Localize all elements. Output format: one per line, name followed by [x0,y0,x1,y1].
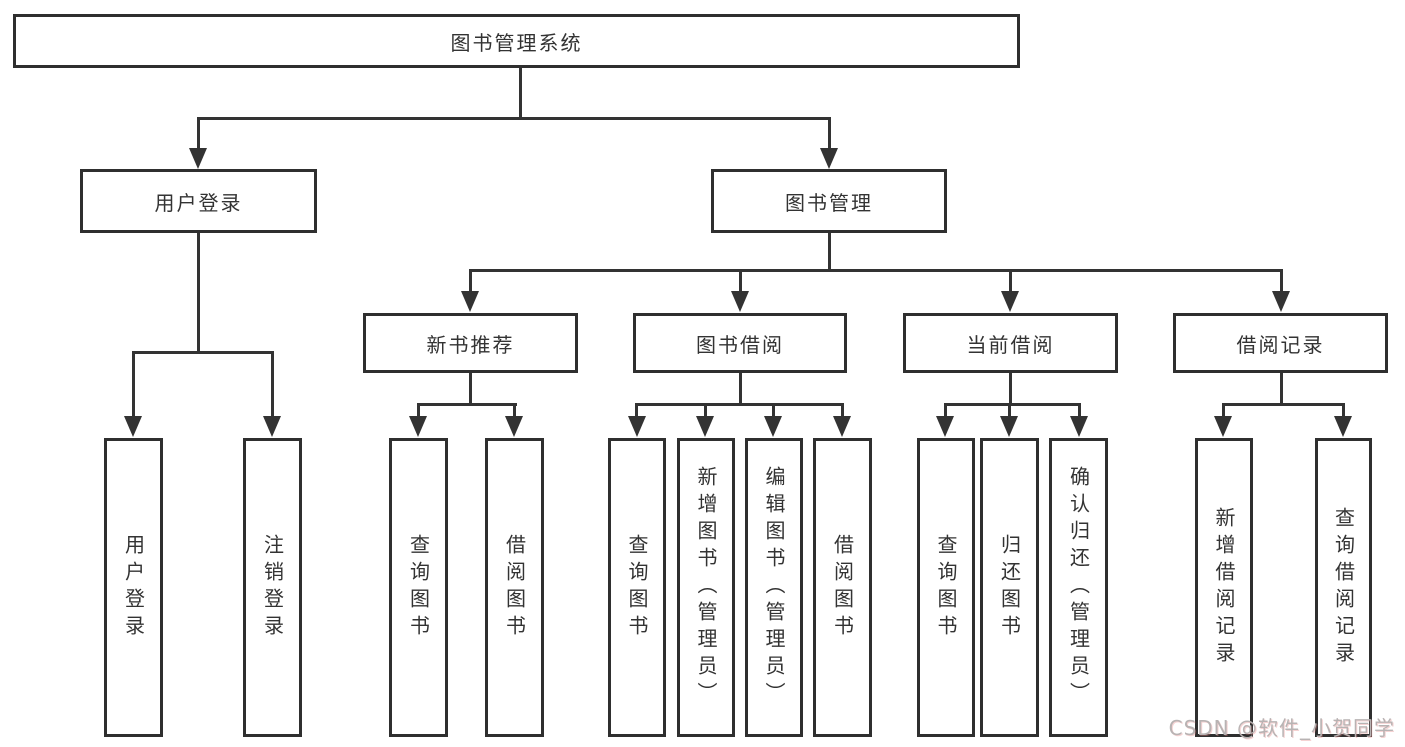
node-new-book-recommend-label: 新书推荐 [426,332,515,357]
arrowhead-bb-add [696,416,714,437]
connector-drop-user-login [197,117,200,151]
connector-drop-nb-borrow [513,403,516,419]
node-borrow-records-label: 借阅记录 [1236,332,1325,357]
arrowhead-leaf-logout [263,416,281,437]
arrowhead-bb-query [628,416,646,437]
arrowhead-cb-confirm [1070,416,1088,437]
leaf-current-return-books-label: 归还图书 [997,533,1022,642]
node-user-login: 用户登录 [80,169,317,233]
leaf-records-query-record-label: 查询借阅记录 [1331,506,1356,669]
leaf-borrow-query-books-label: 查询图书 [625,533,649,642]
connector-borrow-records-branch [1222,403,1345,406]
connector-root-branch [197,117,831,120]
connector-drop-cb-query [944,403,947,419]
leaf-records-add-record: 新增借阅记录 [1195,438,1253,737]
leaf-borrow-borrow-books-label: 借阅图书 [830,533,855,642]
leaf-borrow-borrow-books: 借阅图书 [813,438,872,737]
connector-drop-br-add [1222,403,1225,419]
node-user-login-label: 用户登录 [154,190,243,215]
connector-book-mgmt-branch [469,269,1282,272]
arrowhead-br-query [1334,416,1352,437]
connector-book-borrow-branch [635,403,844,406]
leaf-logout-label: 注销登录 [260,533,285,642]
leaf-newbook-query-books: 查询图书 [389,438,448,737]
connector-new-book-stem [469,373,472,406]
connector-drop-leaf-user-login [132,351,135,418]
connector-drop-current-borrow [1009,269,1012,294]
connector-drop-bb-query [635,403,638,419]
arrowhead-bb-edit [764,416,782,437]
leaf-newbook-query-books-label: 查询图书 [406,533,431,642]
connector-drop-bb-add [704,403,707,419]
leaf-records-add-record-label: 新增借阅记录 [1212,506,1236,669]
connector-user-login-stem [197,233,200,353]
arrowhead-nb-query [409,416,427,437]
leaf-current-query-books: 查询图书 [917,438,975,737]
arrowhead-current-borrow [1001,291,1019,312]
arrowhead-user-login [189,148,207,169]
csdn-watermark: CSDN @软件_小贺同学 [1168,716,1395,740]
leaf-borrow-add-books-admin-label: 新增图书（管理员） [694,466,718,709]
connector-root-stem [519,68,522,119]
leaf-logout: 注销登录 [243,438,302,737]
leaf-records-query-record: 查询借阅记录 [1315,438,1372,737]
arrowhead-borrow-records [1272,291,1290,312]
node-book-management: 图书管理 [711,169,947,233]
leaf-current-confirm-return-admin-label: 确认归还（管理员） [1066,466,1091,709]
arrowhead-nb-borrow [505,416,523,437]
leaf-borrow-query-books: 查询图书 [608,438,666,737]
leaf-user-login: 用户登录 [104,438,163,737]
arrowhead-cb-query [936,416,954,437]
connector-drop-nb-query [417,403,420,419]
arrowhead-bb-borrow [833,416,851,437]
connector-drop-bb-edit [772,403,775,419]
connector-new-book-branch [417,403,517,406]
node-current-borrow-label: 当前借阅 [966,332,1055,357]
node-new-book-recommend: 新书推荐 [363,313,578,373]
arrowhead-cb-return [1000,416,1018,437]
connector-user-login-branch [132,351,274,354]
node-book-borrow: 图书借阅 [633,313,847,373]
leaf-newbook-borrow-books: 借阅图书 [485,438,544,737]
connector-drop-new-book [469,269,472,294]
connector-drop-book-borrow [739,269,742,294]
connector-borrow-records-stem [1280,373,1283,406]
node-current-borrow: 当前借阅 [903,313,1118,373]
node-root: 图书管理系统 [13,14,1020,68]
node-borrow-records: 借阅记录 [1173,313,1388,373]
arrowhead-book-mgmt [820,148,838,169]
leaf-current-confirm-return-admin: 确认归还（管理员） [1049,438,1108,737]
connector-drop-br-query [1342,403,1345,419]
leaf-newbook-borrow-books-label: 借阅图书 [502,533,527,642]
arrowhead-book-borrow [731,291,749,312]
leaf-borrow-edit-books-admin-label: 编辑图书（管理员） [762,466,786,709]
arrowhead-new-book [461,291,479,312]
leaf-current-query-books-label: 查询图书 [934,533,958,642]
connector-book-mgmt-stem [828,233,831,271]
node-book-management-label: 图书管理 [785,190,873,215]
connector-current-borrow-branch [944,403,1081,406]
connector-book-borrow-stem [739,373,742,406]
connector-drop-borrow-records [1280,269,1283,294]
connector-drop-cb-confirm [1078,403,1081,419]
arrowhead-br-add [1214,416,1232,437]
leaf-borrow-edit-books-admin: 编辑图书（管理员） [745,438,803,737]
connector-drop-leaf-logout [271,351,274,418]
connector-drop-book-mgmt [828,117,831,151]
node-root-label: 图书管理系统 [450,30,583,55]
leaf-current-return-books: 归还图书 [980,438,1039,737]
leaf-user-login-label: 用户登录 [121,533,146,642]
connector-drop-bb-borrow [841,403,844,419]
node-book-borrow-label: 图书借阅 [696,332,784,357]
connector-drop-cb-return [1008,403,1011,419]
leaf-borrow-add-books-admin: 新增图书（管理员） [677,438,735,737]
arrowhead-leaf-user-login [124,416,142,437]
connector-current-borrow-stem [1009,373,1012,406]
